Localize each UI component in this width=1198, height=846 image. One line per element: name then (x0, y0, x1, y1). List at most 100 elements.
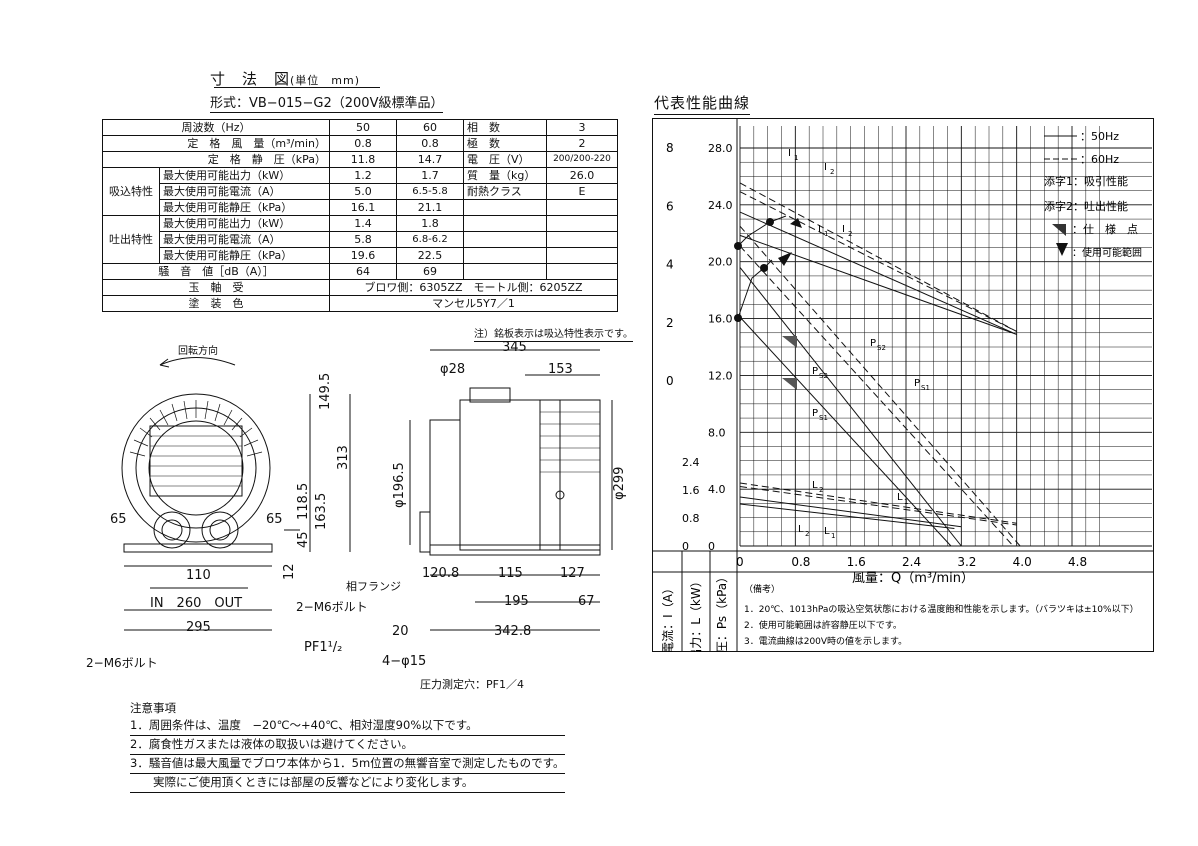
chart-remarks: （備考） 1．20℃、1013hPaの吸込空気状態における温度飽和性能を示します… (744, 583, 1139, 647)
legend-sub2: 添字2：吐出性能 (1044, 199, 1128, 213)
note-item: 実際にご使用頂くときには部屋の反響などにより変化します。 (130, 774, 565, 793)
svg-text:S2: S2 (819, 372, 828, 380)
dim-127: 127 (560, 566, 585, 581)
pressure-tick-label: 28.0 (708, 142, 733, 155)
side-base (429, 544, 601, 556)
spec-label2: 相 数 (463, 119, 547, 136)
series-line-l1 (739, 486, 1017, 526)
x-axis-label: 風量：Q（m³/min） (852, 571, 974, 586)
spec-label: 最大使用可能電流（A） (159, 231, 330, 248)
legend-range: ：使用可能範囲 (1072, 246, 1142, 259)
dim-195: 195 (504, 594, 529, 609)
spec-label: 最大使用可能静圧（kPa） (159, 199, 330, 216)
spec-label2: 耐熱クラス (463, 183, 547, 200)
rotation-arrow (159, 357, 236, 366)
series-line-ps1 (739, 316, 952, 547)
svg-text:S1: S1 (819, 414, 828, 422)
power-tick-label: 2.4 (682, 456, 700, 469)
spec-label: 最大使用可能出力（kW） (159, 215, 330, 232)
spec-v50: 5.8 (329, 231, 397, 248)
dim-149-5: 149.5 (318, 372, 333, 410)
power-tick-label: 0 (682, 540, 689, 553)
series-line-i2 (739, 182, 1017, 332)
spec-label: 最大使用可能電流（A） (159, 183, 330, 200)
legend-60hz: ：60Hz (1080, 153, 1119, 166)
dim-67: 67 (578, 594, 595, 609)
label-i2-top: I (824, 162, 827, 173)
spec-group-suction: 吸込特性 (102, 167, 160, 216)
series-line-l2 (739, 496, 962, 528)
spec-v60: 60 (396, 119, 464, 136)
series-line-ps1 (739, 245, 1014, 547)
note-item: 2．腐食性ガスまたは液体の取扱いは避けてください。 (130, 736, 565, 755)
label-l1-top: L (897, 492, 903, 503)
svg-text:S2: S2 (877, 344, 886, 352)
spec-label2: 電 圧（V） (463, 151, 547, 168)
x-tick-label: 3.2 (957, 555, 976, 569)
spec-v60: 1.7 (396, 167, 464, 184)
spec-v60: 1.8 (396, 215, 464, 232)
dim-phi299: φ299 (612, 466, 627, 500)
side-blower (539, 399, 601, 551)
legend-sub1: 添字1：吸引性能 (1044, 174, 1128, 188)
x-tick-label: 2.4 (902, 555, 921, 569)
noise-60: 69 (396, 263, 464, 280)
power-tick-label: 1.6 (682, 484, 700, 497)
svg-text:S1: S1 (921, 384, 930, 392)
spec-value2: 200/200-220 (546, 151, 618, 168)
hole-label: 4−φ15 (382, 654, 427, 669)
y-label-pressure: 静圧：Ps（kPa） (715, 571, 729, 652)
paint-value: マンセル5Y7／1 (329, 295, 618, 312)
dim-153: 153 (548, 362, 573, 377)
spec-value2: 3 (546, 119, 618, 136)
dim-phi196-5: φ196.5 (392, 462, 407, 508)
legend-spec-point: ：仕 様 点 (1072, 222, 1138, 236)
svg-text:1: 1 (904, 498, 908, 506)
pressure-tick-label: 0 (708, 540, 715, 553)
pressure-tick-label: 24.0 (708, 199, 733, 212)
current-tick-label: 4 (666, 258, 674, 272)
chart-grid (739, 126, 1152, 547)
chart-frame (652, 118, 1154, 652)
pressure-tick-label: 4.0 (708, 483, 726, 496)
svg-text:2: 2 (830, 168, 834, 176)
inlet-port (153, 511, 191, 549)
spec-table: 周波数（Hz） 50 60 相 数 3 定 格 風 量（m³/min） 0.8 … (102, 119, 618, 312)
dim-110: 110 (186, 568, 211, 583)
spec-label: 定 格 静 圧（kPa） (102, 151, 330, 168)
series-line-ps2 (739, 225, 1021, 547)
dim-342-8: 342.8 (494, 624, 532, 639)
flange-label: 相フランジ (346, 580, 401, 593)
spec-v60: 6.8-6.2 (396, 231, 464, 248)
spec-label2: 極 数 (463, 135, 547, 152)
noise-label: 騒 音 値［dB（A）］ (102, 263, 330, 280)
dim-phi28: φ28 (440, 362, 466, 377)
front-fins (129, 400, 263, 457)
spec-label2: 質 量（kg） (463, 167, 547, 184)
svg-text:2: 2 (848, 230, 852, 238)
front-base (123, 543, 273, 553)
label-i2-bottom: I (842, 224, 845, 235)
spec-v50: 0.8 (329, 135, 397, 152)
note-item: 3．騒音値は最大風量でブロワ本体から1．5m位置の無響音室で測定したものです。 (130, 755, 565, 774)
spec-v60: 21.1 (396, 199, 464, 216)
dim-295: 295 (186, 620, 211, 635)
x-tick-label: 4.8 (1068, 555, 1087, 569)
spec-v50: 19.6 (329, 247, 397, 264)
spec-value2: 26.0 (546, 167, 618, 184)
remarks-heading: （備考） (744, 583, 780, 595)
rotation-label: 回転方向 (178, 346, 218, 357)
spec-label: 最大使用可能静圧（kPa） (159, 247, 330, 264)
spec-value2: E (546, 183, 618, 200)
pressure-tick-label: 12.0 (708, 369, 733, 382)
spec-v50: 1.4 (329, 215, 397, 232)
series-line-ps2 (739, 267, 962, 547)
dim-65-left: 65 (110, 512, 127, 527)
label-i1-bottom: I (818, 224, 821, 235)
spec-label: 最大使用可能出力（kW） (159, 167, 330, 184)
pressure-tick-label: 20.0 (708, 256, 733, 269)
spec-v60: 6.5-5.8 (396, 183, 464, 200)
dim-12: 12 (282, 563, 297, 580)
motor-grille (149, 425, 243, 497)
